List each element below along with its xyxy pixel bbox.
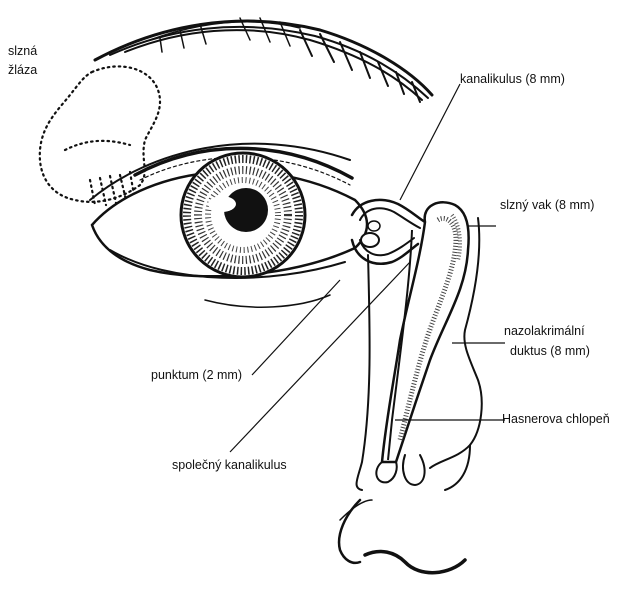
label-nasolacrimal-line2: duktus (8 mm) (510, 344, 590, 359)
label-punctum: punktum (2 mm) (151, 368, 242, 383)
eyebrow (95, 18, 432, 102)
lacrimal-gland (40, 66, 160, 205)
punctum (361, 233, 379, 247)
label-lacrimal-sac: slzný vak (8 mm) (500, 198, 594, 213)
lacrimal-sac-and-duct (382, 202, 469, 462)
label-common-canaliculus: společný kanalikulus (172, 458, 287, 473)
label-lacrimal-gland-line2: žláza (8, 63, 37, 78)
label-hasner-valve: Hasnerova chlopeň (502, 412, 610, 427)
label-nasolacrimal-line1: nazolakrimální (504, 324, 585, 339)
lacrimal-caruncle (368, 221, 380, 231)
eye-highlight (208, 196, 236, 212)
label-lacrimal-gland-line1: slzná (8, 44, 37, 59)
label-canaliculus: kanalikulus (8 mm) (460, 72, 565, 87)
nose (339, 500, 465, 573)
